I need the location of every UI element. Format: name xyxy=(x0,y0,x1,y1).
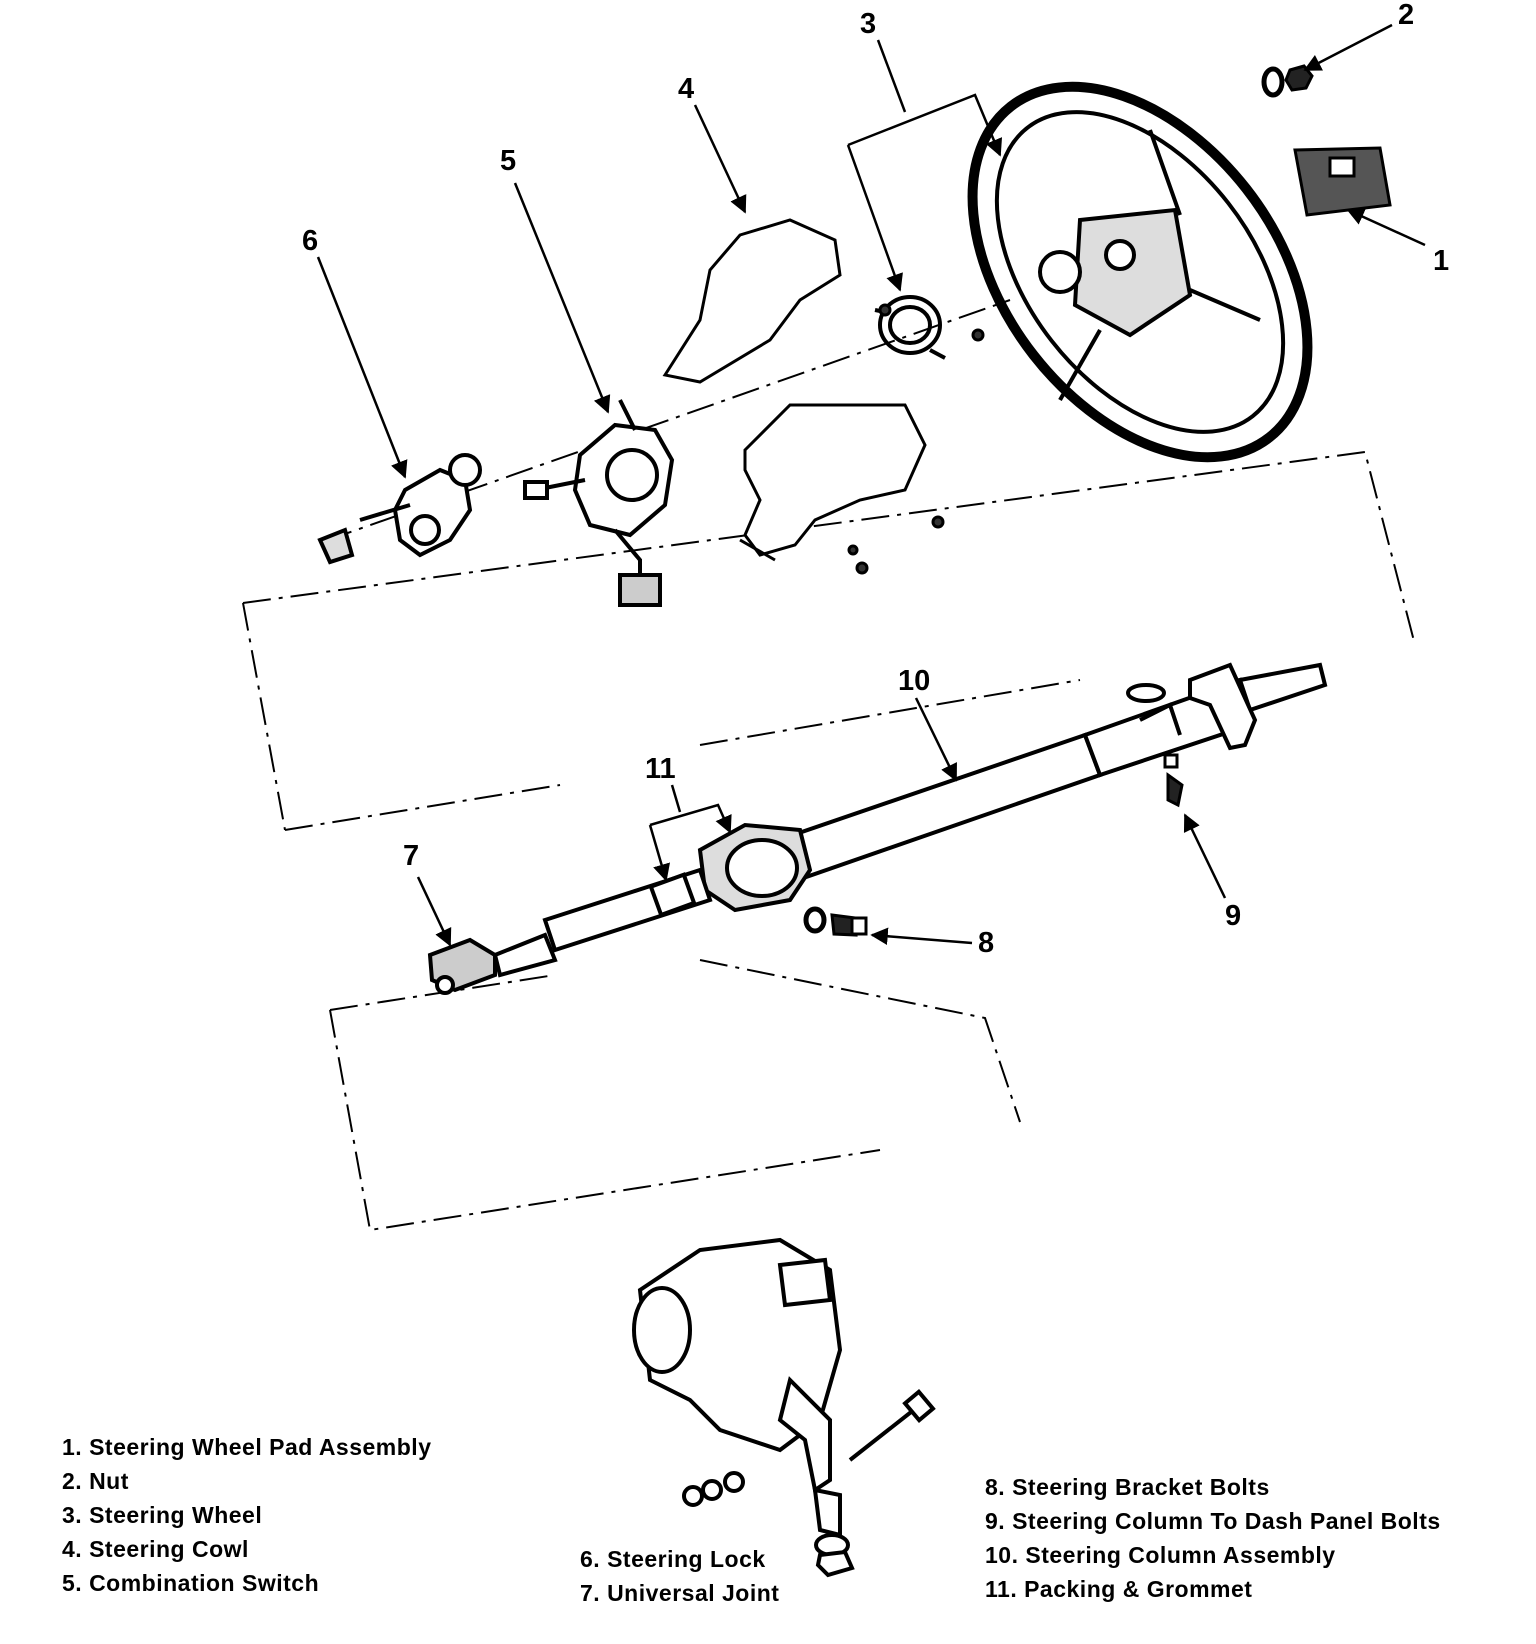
legend-item: 8. Steering Bracket Bolts xyxy=(985,1474,1270,1500)
legend-column-right: 8. Steering Bracket Bolts 9. Steering Co… xyxy=(985,1470,1441,1606)
callout-11: 11 xyxy=(645,753,676,785)
callout-4: 4 xyxy=(678,73,694,105)
steering-lock xyxy=(317,453,482,565)
legend-item: 2. Nut xyxy=(62,1468,129,1494)
legend-column-left: 1. Steering Wheel Pad Assembly 2. Nut 3.… xyxy=(62,1430,432,1600)
legend-item: 3. Steering Wheel xyxy=(62,1502,263,1528)
nut xyxy=(1261,64,1314,98)
legend-item: 5. Combination Switch xyxy=(62,1570,320,1596)
steering-wheel xyxy=(967,81,1313,463)
callout-numbers: 1 2 3 4 5 6 7 8 9 10 11 xyxy=(302,0,1449,959)
callout-9: 9 xyxy=(1225,900,1241,932)
dash-panel-bolts xyxy=(1163,753,1184,808)
callout-8: 8 xyxy=(978,927,994,959)
leader-lines xyxy=(316,23,1426,947)
callout-10: 10 xyxy=(898,665,930,697)
bracket-bolts xyxy=(803,906,868,937)
legend-item: 9. Steering Column To Dash Panel Bolts xyxy=(985,1508,1441,1534)
callout-6: 6 xyxy=(302,225,318,257)
callout-2: 2 xyxy=(1398,0,1414,31)
legend-item: 7. Universal Joint xyxy=(580,1580,780,1606)
callout-1: 1 xyxy=(1433,245,1449,277)
legend-column-middle: 6. Steering Lock 7. Universal Joint xyxy=(580,1542,779,1610)
steering-wheel-pad xyxy=(1293,146,1392,217)
legend-item: 4. Steering Cowl xyxy=(62,1536,249,1562)
legend-item: 6. Steering Lock xyxy=(580,1546,766,1572)
legend-item: 1. Steering Wheel Pad Assembly xyxy=(62,1434,432,1460)
legend-item: 10. Steering Column Assembly xyxy=(985,1542,1336,1568)
callout-3: 3 xyxy=(860,8,876,40)
callout-7: 7 xyxy=(403,840,419,872)
legend-item: 11. Packing & Grommet xyxy=(985,1576,1253,1602)
steering-gearbox xyxy=(632,1237,936,1578)
combination-switch xyxy=(523,399,675,607)
screws xyxy=(847,303,985,575)
callout-5: 5 xyxy=(500,145,516,177)
steering-cowl xyxy=(662,218,927,562)
steering-column xyxy=(427,662,1328,995)
